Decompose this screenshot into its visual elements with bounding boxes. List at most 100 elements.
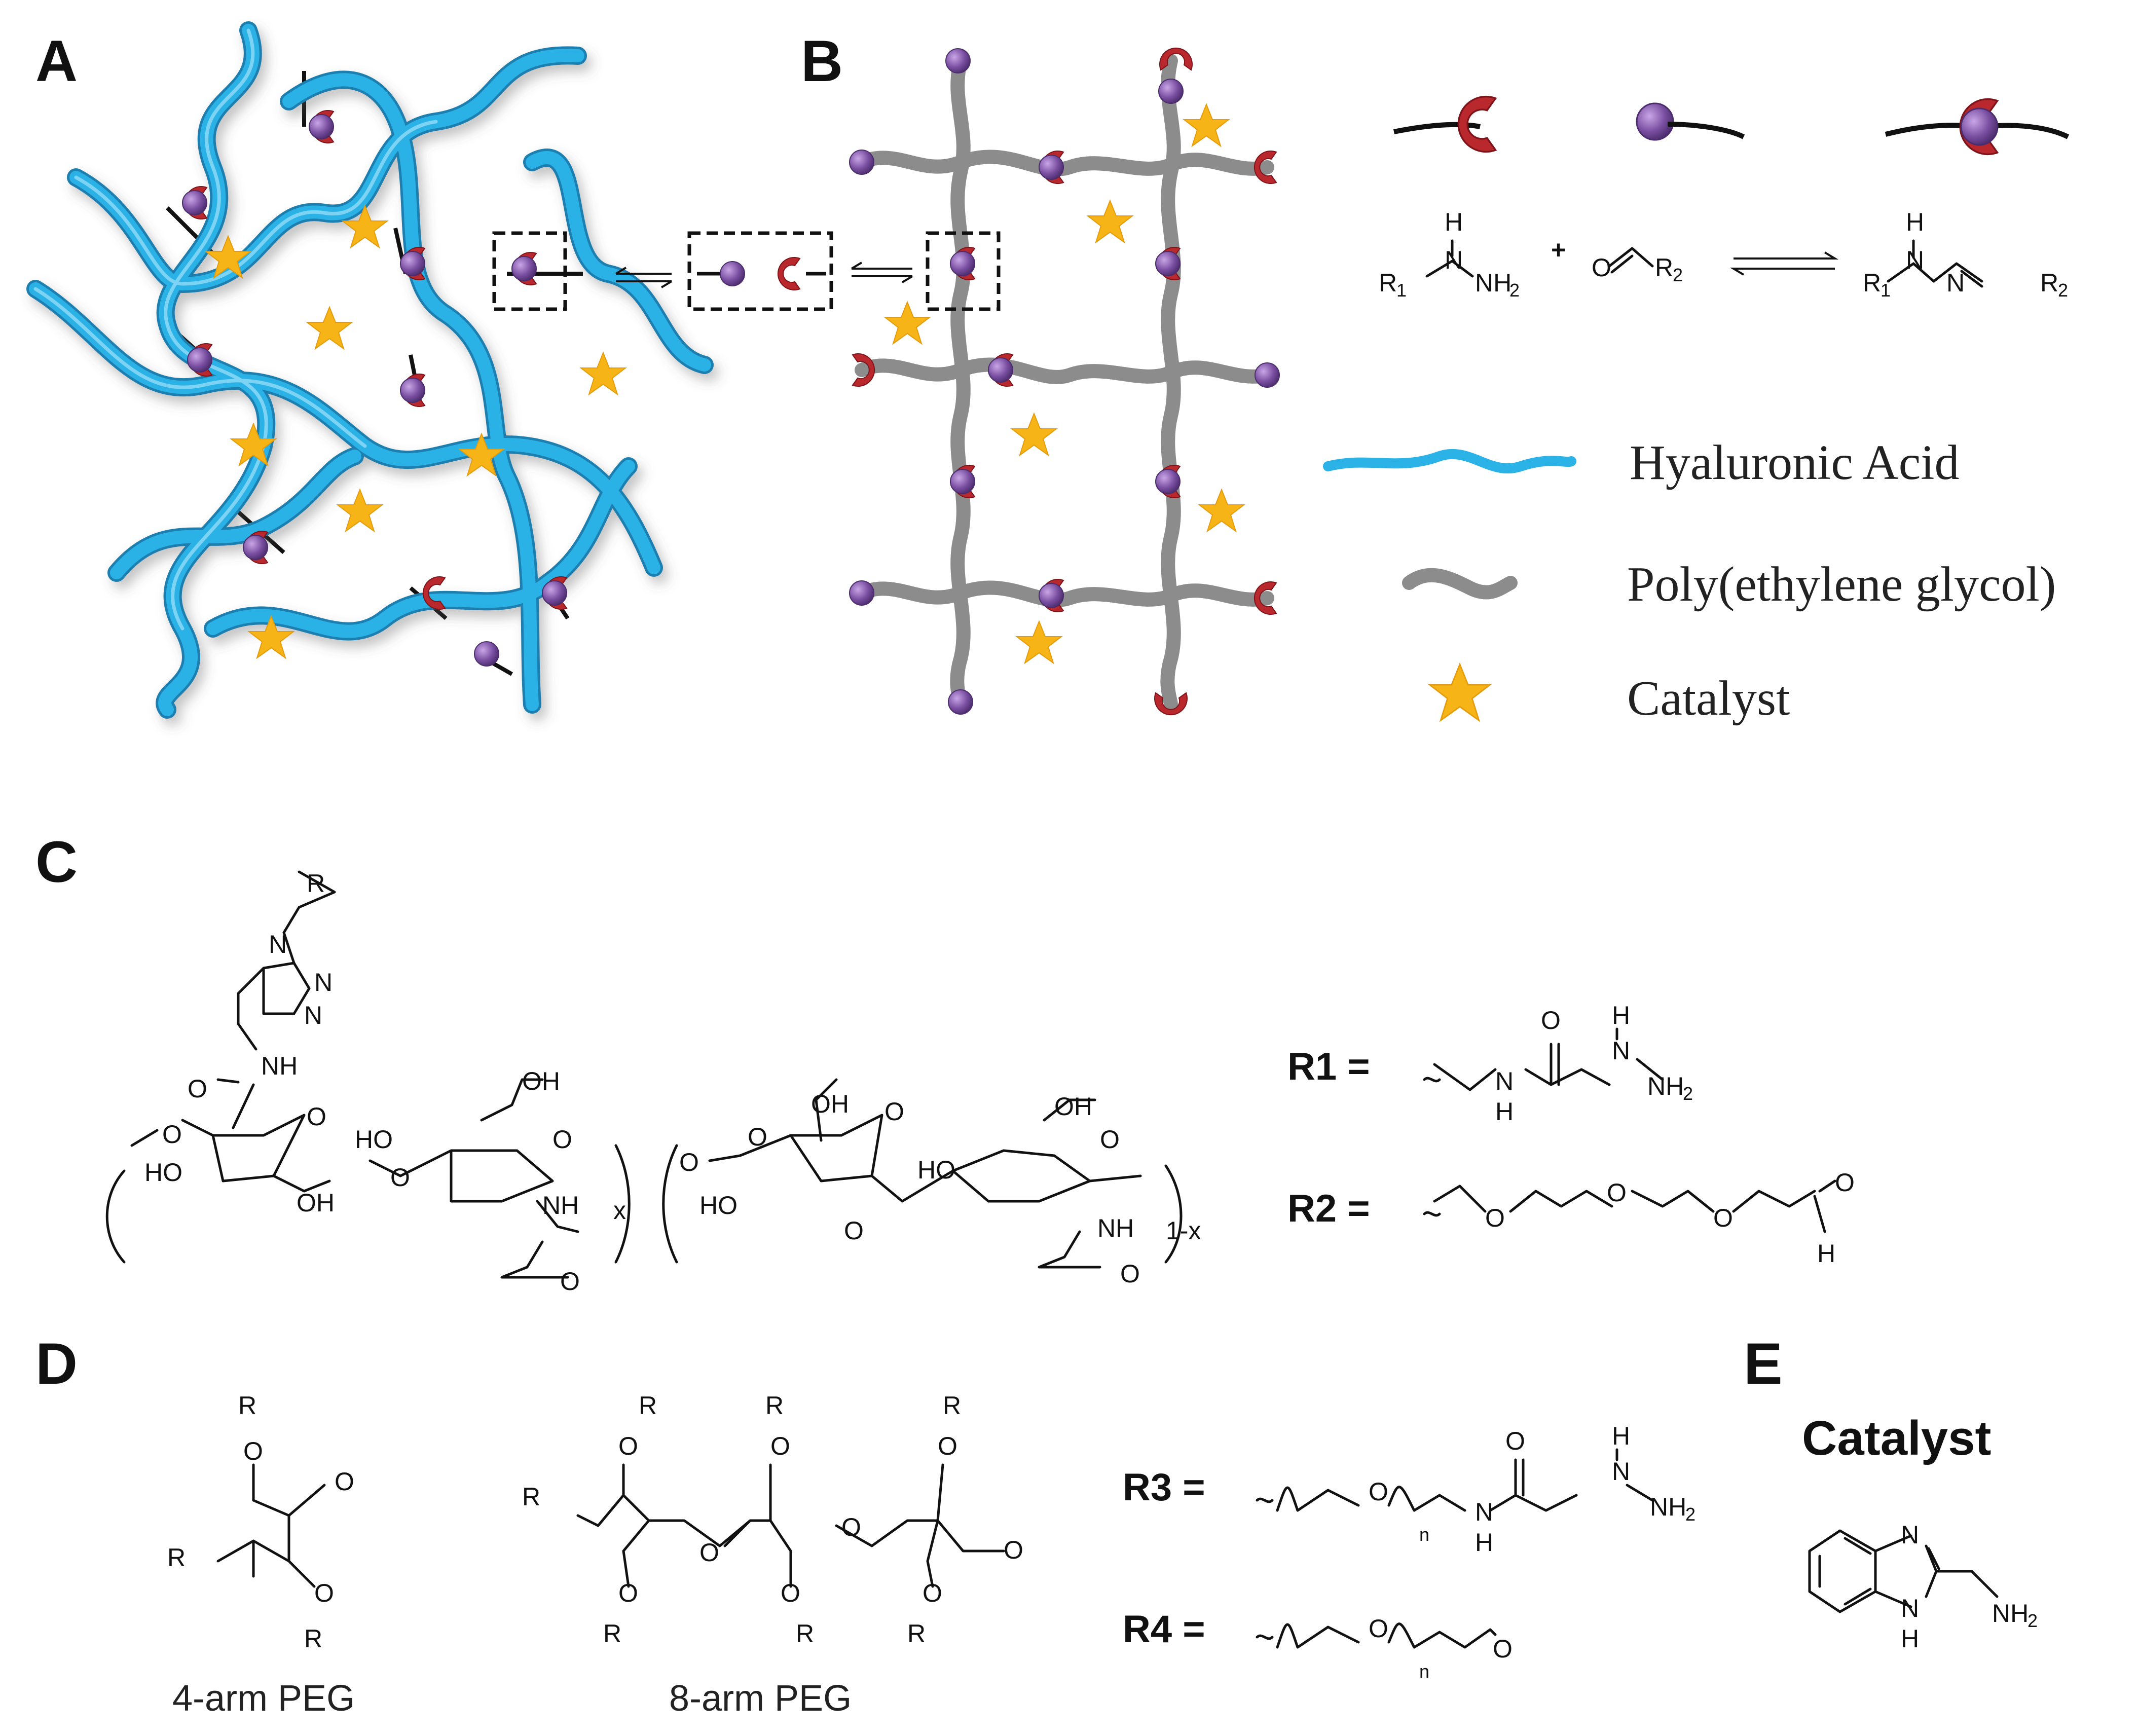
aldehyde-ball-icon (849, 580, 874, 606)
r2-label: R2 = (1287, 1187, 1370, 1230)
atom-o: O (1369, 1614, 1388, 1643)
peg-catalyst-stars (884, 104, 1244, 663)
aldehyde-ball-icon (542, 580, 567, 606)
atom-oh: OH (811, 1090, 849, 1118)
atom-o: O (1592, 253, 1611, 282)
legend-ha-swatch (1323, 449, 1576, 474)
catalyst-title: Catalyst (1802, 1411, 1992, 1465)
r4-label: R4 = (1123, 1608, 1205, 1651)
aldehyde-ball-icon (474, 641, 499, 667)
atom-o: O (1713, 1204, 1733, 1232)
legend-catalyst-label: Catalyst (1627, 671, 1790, 726)
peg-chains (855, 54, 1274, 712)
atom-subscript: 2 (1683, 1083, 1693, 1104)
aldehyde-ball-icon (1636, 102, 1674, 141)
label-1-x: 1-x (1166, 1216, 1201, 1245)
aldehyde-ball-icon (243, 535, 268, 560)
atom-o: O (884, 1097, 904, 1126)
atom-r: R (943, 1391, 961, 1420)
atom-o: O (1607, 1178, 1627, 1207)
atom-r: R (796, 1619, 814, 1648)
panel-label-b: B (801, 29, 843, 94)
plus-sign: + (1551, 236, 1566, 264)
atom-o: O (552, 1125, 572, 1154)
atom-o: O (1505, 1427, 1525, 1455)
atom-r-o: R (167, 1543, 186, 1572)
atom-r: R (307, 869, 325, 898)
atom-r: R (1655, 253, 1673, 282)
atom-o-r: O (335, 1467, 354, 1496)
atom-o: O (923, 1579, 942, 1607)
atom-nh: NH (542, 1191, 579, 1220)
panel-c-ha-structure: R N N N NH O O O HO OH HO OH O NH O x O … (105, 869, 1201, 1296)
atom-o: O (162, 1120, 182, 1149)
atom-o: O (1835, 1168, 1855, 1197)
zoom-box-dissociated (687, 231, 833, 311)
atom-h: H (1495, 1097, 1514, 1126)
atom-nh: NH (1992, 1599, 2029, 1628)
atom-nh: NH (1097, 1214, 1134, 1242)
hydrazine-cup-icon (777, 257, 800, 290)
atom-o: O (1100, 1125, 1120, 1154)
atom-n: N (304, 1001, 322, 1029)
atom-o: O (307, 1102, 326, 1131)
atom-h: H (1612, 1422, 1630, 1450)
atom-n: N (1946, 269, 1965, 297)
aldehyde-ball-icon (400, 251, 425, 276)
atom-n: N (1612, 1037, 1630, 1065)
atom-r-o: R (522, 1483, 540, 1511)
catalyst-star-icon (307, 307, 352, 349)
panel-a-ha-network (26, 21, 714, 719)
atom-ho: HO (144, 1158, 182, 1187)
atom-subscript: 1 (1881, 280, 1891, 301)
atom-r: R (639, 1391, 657, 1420)
atom-h: H (1817, 1239, 1835, 1268)
aldehyde-ball-icon (1255, 362, 1280, 388)
atom-o: O (618, 1579, 638, 1607)
aldehyde-ball-icon (720, 261, 745, 286)
atom-subscript: 2 (2028, 1610, 2038, 1631)
catalyst-star-icon (580, 352, 626, 395)
atom-r: R (603, 1619, 621, 1648)
atom-r: R (304, 1624, 322, 1653)
atom-subscript: 2 (2058, 280, 2068, 301)
atom-subscript: 1 (1396, 280, 1407, 301)
dynamic-bond-equilibrium (615, 231, 913, 311)
atom-nh: NH (1650, 1493, 1686, 1521)
panel-d-8arm-peg: R R O R O R O O O O O R O R O R 8-arm PE… (522, 1391, 1023, 1719)
panel-label-d: D (35, 1332, 78, 1396)
atom-o: O (748, 1123, 767, 1151)
atom-n: N (1445, 246, 1463, 274)
atom-o: O (243, 1437, 263, 1465)
panel-d-4arm-peg: R O O R O R 4-arm PEG (167, 1391, 355, 1719)
legend-peg-label: Poly(ethylene glycol) (1627, 557, 2056, 612)
zoom-box-ha (492, 231, 567, 311)
atom-ho: HO (917, 1156, 955, 1184)
atom-o-r: O (1004, 1536, 1023, 1564)
label-n: n (1419, 1524, 1429, 1545)
atom-o: O (390, 1163, 410, 1192)
atom-oh: OH (297, 1189, 335, 1217)
hydrazone-reaction: H N R 1 NH 2 + O R 2 H N N R 1 R 2 (1379, 208, 2068, 301)
r2-definition: R2 = O O O O H (1287, 1168, 1855, 1268)
atom-n: N (1901, 1594, 1919, 1622)
r4-definition: R4 = O n O (1123, 1608, 1513, 1682)
caption-8arm-peg: 8-arm PEG (669, 1678, 852, 1719)
atom-r: R (1863, 269, 1881, 297)
atom-n: N (1495, 1067, 1514, 1095)
atom-o: O (314, 1579, 334, 1607)
aldehyde-ball-icon (1158, 79, 1184, 104)
zoom-box-peg (926, 231, 1001, 311)
label-x: x (613, 1196, 626, 1225)
atom-r: R (1379, 269, 1397, 297)
r3-definition: R3 = O n O H N NH 2 N H (1123, 1422, 1695, 1557)
atom-r: R (907, 1619, 926, 1648)
atom-o: O (1541, 1006, 1561, 1035)
legend-ha-label: Hyaluronic Acid (1630, 435, 1959, 490)
atom-ho: HO (699, 1191, 738, 1220)
aldehyde-ball-icon (309, 114, 334, 139)
atom-o: O (1369, 1478, 1388, 1506)
aldehyde-ball-icon (187, 347, 212, 373)
atom-o: O (844, 1216, 864, 1245)
